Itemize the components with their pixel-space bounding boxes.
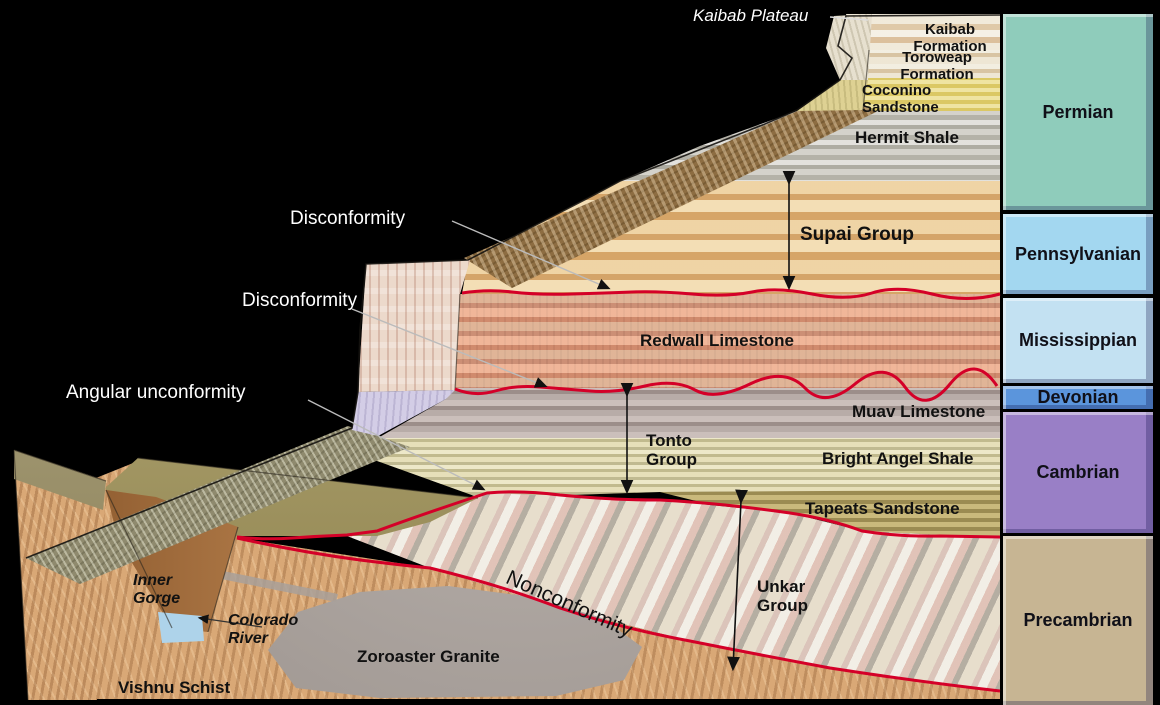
toroweap-formation-label: Toroweap Formation [900,49,974,83]
supai-group-label: Supai Group [800,224,914,245]
colorado-river-label: Colorado River [228,612,299,647]
disconformity-upper-label: Disconformity [290,208,406,229]
time-period-devonian: Devonian [1003,386,1153,409]
tapeats-sandstone-label: Tapeats Sandstone [805,499,960,518]
time-period-precambrian: Precambrian [1003,536,1153,705]
unkar-group-label: Unkar Group [757,577,808,616]
zoroaster-granite-label: Zoroaster Granite [357,647,500,666]
vishnu-schist-label: Vishnu Schist [118,678,231,697]
kaibab-plateau-label: Kaibab Plateau [693,6,809,25]
disconformity-lower-label: Disconformity [242,290,358,311]
hermit-shale-label: Hermit Shale [855,128,959,147]
redwall-limestone-label: Redwall Limestone [640,331,794,350]
muav-limestone-label: Muav Limestone [852,402,986,421]
time-period-permian: Permian [1003,14,1153,210]
time-period-cambrian: Cambrian [1003,412,1153,533]
inner-gorge-label: Inner Gorge [133,572,181,607]
coconino-sandstone-label: Coconino Sandstone [862,82,939,116]
tonto-group-label: Tonto Group [646,431,697,470]
kaibab-formation-label: Kaibab Formation [913,21,987,55]
bright-angel-shale-label: Bright Angel Shale [822,449,974,468]
time-period-mississippian: Mississippian [1003,298,1153,383]
angular-unconformity-label: Angular unconformity [66,382,246,403]
time-period-pennsylvanian: Pennsylvanian [1003,214,1153,294]
